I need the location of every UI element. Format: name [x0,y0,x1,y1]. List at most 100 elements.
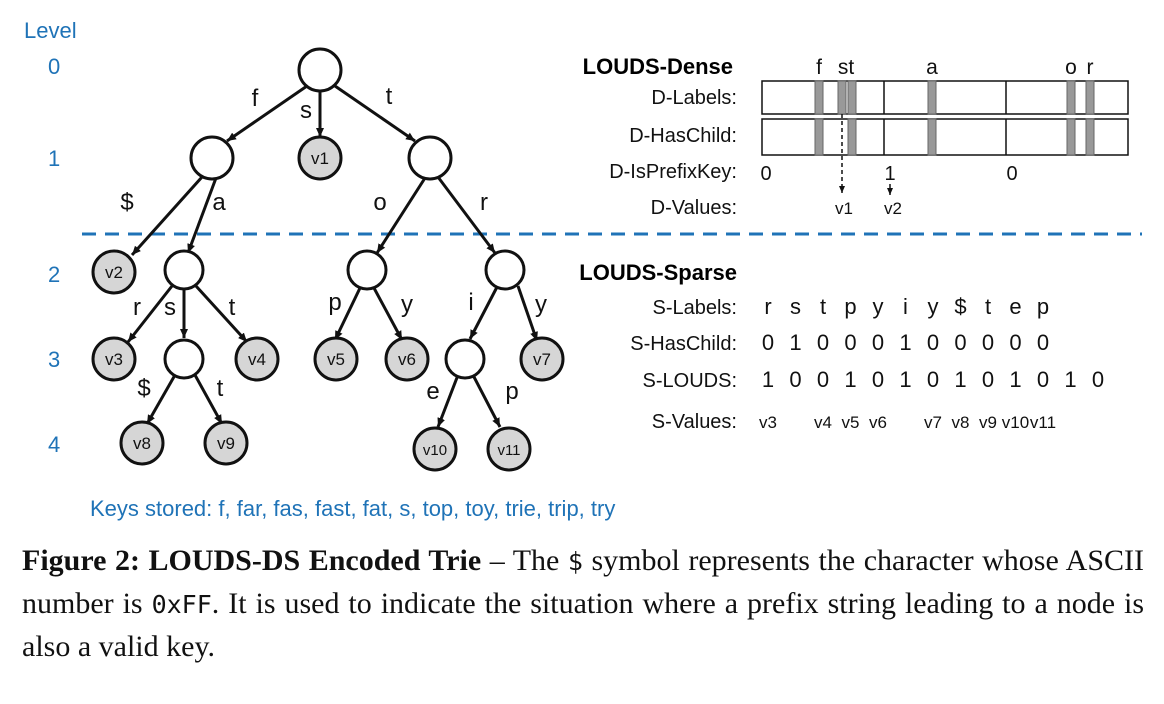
caption-code: 0xFF [151,590,212,619]
value-node-v5 [313,336,359,382]
level-0: 0 [48,54,60,79]
value-label-v11: v11 [497,442,520,459]
edge-label-t: t [229,294,236,321]
sparse-louds-cell: 0 [789,367,801,392]
caption-text: – The [481,544,568,577]
level-2: 2 [48,262,60,287]
sparse-louds-cell: 0 [872,367,884,392]
sparse-label-cell: p [844,294,856,319]
value-node-v9 [203,420,249,466]
edge-label-r: r [480,189,488,216]
dense-title: LOUDS-Dense [583,54,733,79]
edge-label-t: t [386,83,393,110]
edge-label-o: o [373,189,386,216]
dense-top-label-a: a [926,56,938,79]
sparse-louds-cell: 1 [1064,367,1076,392]
value-node-v4 [234,336,280,382]
sparse-haschild-cell: 0 [817,330,829,355]
sparse-value-cell: v6 [869,413,887,432]
edge-label-a: a [212,189,226,216]
value-label-v1: v1 [311,149,329,168]
sparse-louds-cell: 0 [982,367,994,392]
caption-code: $ [567,547,583,576]
sparse-louds-cell: 1 [844,367,856,392]
trie-node-tri [444,338,486,380]
sparse-haschild-cell: 0 [844,330,856,355]
caption-title: Figure 2: LOUDS-DS Encoded Trie [22,544,482,577]
dense-prefix-bit: 0 [1006,163,1017,185]
value-node-v6 [384,336,430,382]
sparse-value-cell: v7 [924,413,942,432]
dense-row-isprefixkey: D-IsPrefixKey: [609,161,737,183]
edge-label-p: p [505,378,518,405]
edge-label-y: y [401,291,413,318]
sparse-value-cell: v5 [842,413,860,432]
sparse-haschild-cell: 1 [899,330,911,355]
sparse-label-cell: i [903,294,908,319]
dense-top-label-f: f [816,56,822,79]
dense-top-label-st: st [838,56,855,79]
value-node-v10 [412,426,458,472]
sparse-haschild-cell: 0 [982,330,994,355]
trie-node-to [346,249,388,291]
sparse-louds-cell: 0 [1037,367,1049,392]
value-label-v5: v5 [327,350,345,369]
sparse-label-cell: $ [954,294,966,319]
level-3: 3 [48,347,60,372]
edge-label-e: e [426,378,439,405]
trie-edges [126,84,539,428]
sparse-haschild-cell: 0 [762,330,774,355]
value-node-v1 [297,135,343,181]
level-4: 4 [48,432,60,457]
value-label-v2: v2 [105,263,123,282]
value-label-v3: v3 [105,350,123,369]
trie-node-tr [484,249,526,291]
trie-node-f [189,135,235,181]
edge-label-dollar: $ [137,375,150,402]
sparse-haschild-cell: 0 [1009,330,1021,355]
sparse-value-cell: v8 [952,413,970,432]
sparse-row-values: S-Values: [652,411,737,433]
sparse-label-cell: s [790,294,801,319]
edge-label-r: r [133,294,141,321]
value-label-v6: v6 [398,350,416,369]
trie-node-fa [163,249,205,291]
level-1: 1 [48,146,60,171]
value-label-v4: v4 [248,350,266,369]
value-node-v8 [119,420,165,466]
edge-label-y: y [535,291,547,318]
sparse-haschild-cell: 1 [789,330,801,355]
value-label-v7: v7 [533,350,551,369]
dense-row-labels: D-Labels: [651,87,737,109]
edge-label-p: p [328,289,341,316]
dense-top-label-o: o [1065,56,1077,79]
dense-prefix-bit: 1 [884,163,895,185]
sparse-value-cell: v10 [1002,413,1029,432]
sparse-value-cell: v9 [979,413,997,432]
value-node-v7 [519,336,565,382]
sparse-louds-cell: 1 [954,367,966,392]
sparse-label-cell: y [928,294,939,319]
dense-value: v2 [884,199,902,218]
sparse-louds-cell: 1 [1009,367,1021,392]
sparse-row-haschild: S-HasChild: [630,333,737,355]
edge-label-t: t [217,375,224,402]
sparse-value-cell: v4 [814,413,832,432]
sparse-louds-cell: 0 [927,367,939,392]
sparse-row-labels: S-Labels: [653,297,738,319]
level-heading: Level [24,18,77,43]
sparse-label-cell: r [764,294,771,319]
value-label-v9: v9 [217,434,235,453]
dense-prefix-bit: 0 [760,163,771,185]
edge-label-f: f [252,85,259,112]
caption-text: symbol represents the character whose AS… [22,544,1145,620]
sparse-value-cell: v11 [1030,413,1056,432]
sparse-label-cell: t [820,294,826,319]
caption-text: . It is used to indicate the situation w… [22,587,1144,663]
sparse-value-cell: v3 [759,413,777,432]
sparse-label-cell: t [985,294,991,319]
sparse-haschild-cell: 0 [872,330,884,355]
value-node-v11 [486,426,532,472]
dense-row-values: D-Values: [651,197,737,219]
